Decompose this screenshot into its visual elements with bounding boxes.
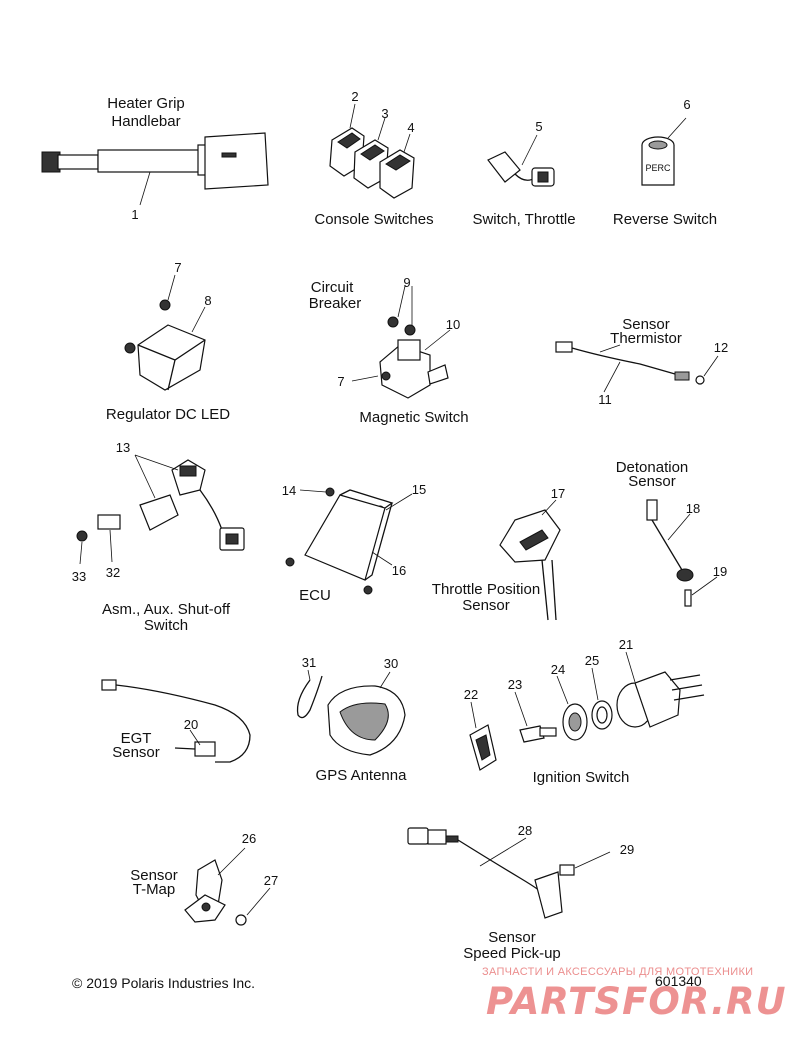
part-number-5[interactable]: 5 xyxy=(535,119,543,134)
part-number-3[interactable]: 3 xyxy=(381,106,389,121)
ecu-part[interactable] xyxy=(285,487,413,595)
thermistor-title-2: Thermistor xyxy=(610,330,682,347)
ignition-title: Ignition Switch xyxy=(532,769,630,786)
part-number-33[interactable]: 33 xyxy=(71,569,87,584)
part-number-1[interactable]: 1 xyxy=(131,207,139,222)
detonation-title-1: Detonation xyxy=(615,459,689,476)
speed-pickup-title-2: Speed Pick-up xyxy=(463,945,561,962)
thermistor-part[interactable] xyxy=(555,341,719,393)
part-number-15[interactable]: 15 xyxy=(411,482,427,497)
aux-shutoff-title-2: Switch xyxy=(143,617,189,634)
tmap-title-1: Sensor xyxy=(130,867,178,884)
throttle-switch-part[interactable] xyxy=(487,134,555,187)
diagram-id: 601340 xyxy=(655,973,702,989)
part-number-28[interactable]: 28 xyxy=(517,823,533,838)
part-number-29[interactable]: 29 xyxy=(619,842,635,857)
tmap-title-2: T-Map xyxy=(132,881,176,898)
tps-title-1: Throttle Position xyxy=(431,581,541,598)
part-number-24[interactable]: 24 xyxy=(550,662,566,677)
part-number-7-regulator[interactable]: 7 xyxy=(174,260,182,275)
part-number-16[interactable]: 16 xyxy=(391,563,407,578)
part-number-21[interactable]: 21 xyxy=(618,637,634,652)
part-number-13[interactable]: 13 xyxy=(115,440,131,455)
part-number-22[interactable]: 22 xyxy=(463,687,479,702)
part-number-19[interactable]: 19 xyxy=(712,564,728,579)
watermark-tagline: ЗАПЧАСТИ И АКСЕССУАРЫ ДЛЯ МОТОТЕХНИКИ xyxy=(482,966,754,978)
tps-title-2: Sensor xyxy=(462,597,510,614)
ecu-title: ECU xyxy=(299,587,331,604)
part-number-31[interactable]: 31 xyxy=(301,655,317,670)
part-number-26[interactable]: 26 xyxy=(241,831,257,846)
copyright-text: © 2019 Polaris Industries Inc. xyxy=(72,975,256,991)
gps-antenna-part[interactable] xyxy=(296,669,406,756)
part-number-30[interactable]: 30 xyxy=(383,656,399,671)
heater-grip-part[interactable] xyxy=(41,132,269,206)
console-switches-part[interactable] xyxy=(329,103,415,199)
reverse-switch-title: Reverse Switch xyxy=(612,211,718,228)
reverse-switch-part-text: PERC xyxy=(645,163,671,173)
throttle-position-sensor-part[interactable] xyxy=(499,499,561,621)
part-number-18[interactable]: 18 xyxy=(685,501,701,516)
tmap-sensor-part[interactable] xyxy=(184,847,271,926)
part-number-32[interactable]: 32 xyxy=(105,565,121,580)
heater-grip-subtitle: Handlebar xyxy=(111,113,181,130)
part-number-23[interactable]: 23 xyxy=(507,677,523,692)
regulator-title: Regulator DC LED xyxy=(105,406,231,423)
part-number-25[interactable]: 25 xyxy=(584,653,600,668)
regulator-part[interactable] xyxy=(124,274,206,391)
speed-pickup-sensor-part[interactable] xyxy=(407,827,611,919)
egt-title-2: Sensor xyxy=(112,744,160,761)
console-switches-title: Console Switches xyxy=(314,211,434,228)
reverse-switch-part[interactable] xyxy=(641,117,687,186)
part-number-20[interactable]: 20 xyxy=(183,717,199,732)
circuit-breaker-label-1: Circuit xyxy=(310,279,354,296)
part-number-4[interactable]: 4 xyxy=(407,120,415,135)
aux-shutoff-switch-part[interactable] xyxy=(76,454,245,565)
egt-title-1: EGT xyxy=(120,730,152,747)
egt-sensor-part[interactable] xyxy=(101,679,251,763)
part-number-11[interactable]: 11 xyxy=(598,392,612,407)
part-number-10[interactable]: 10 xyxy=(445,317,461,332)
heater-grip-title: Heater Grip xyxy=(107,95,185,112)
magnetic-switch-title: Magnetic Switch xyxy=(359,409,469,426)
detonation-title-2: Sensor xyxy=(628,473,676,490)
part-number-7-magnetic[interactable]: 7 xyxy=(337,374,345,389)
gps-title: GPS Antenna xyxy=(315,767,407,784)
magnetic-switch-part[interactable] xyxy=(351,285,451,399)
aux-shutoff-title-1: Asm., Aux. Shut-off xyxy=(101,601,231,618)
part-number-9[interactable]: 9 xyxy=(403,275,411,290)
speed-pickup-title-1: Sensor xyxy=(488,929,536,946)
detonation-sensor-part[interactable] xyxy=(646,499,718,607)
circuit-breaker-label-2: Breaker xyxy=(308,295,362,312)
thermistor-title-1: Sensor xyxy=(622,316,670,333)
part-number-14[interactable]: 14 xyxy=(281,483,297,498)
part-number-6[interactable]: 6 xyxy=(683,97,691,112)
part-number-17[interactable]: 17 xyxy=(550,486,566,501)
watermark-brand: PARTSFOR.RU xyxy=(486,980,787,1023)
part-number-27[interactable]: 27 xyxy=(263,873,279,888)
part-number-8[interactable]: 8 xyxy=(204,293,212,308)
throttle-switch-title: Switch, Throttle xyxy=(472,211,576,228)
part-number-12[interactable]: 12 xyxy=(713,340,729,355)
part-number-2[interactable]: 2 xyxy=(351,89,359,104)
ignition-switch-part[interactable] xyxy=(469,651,705,771)
